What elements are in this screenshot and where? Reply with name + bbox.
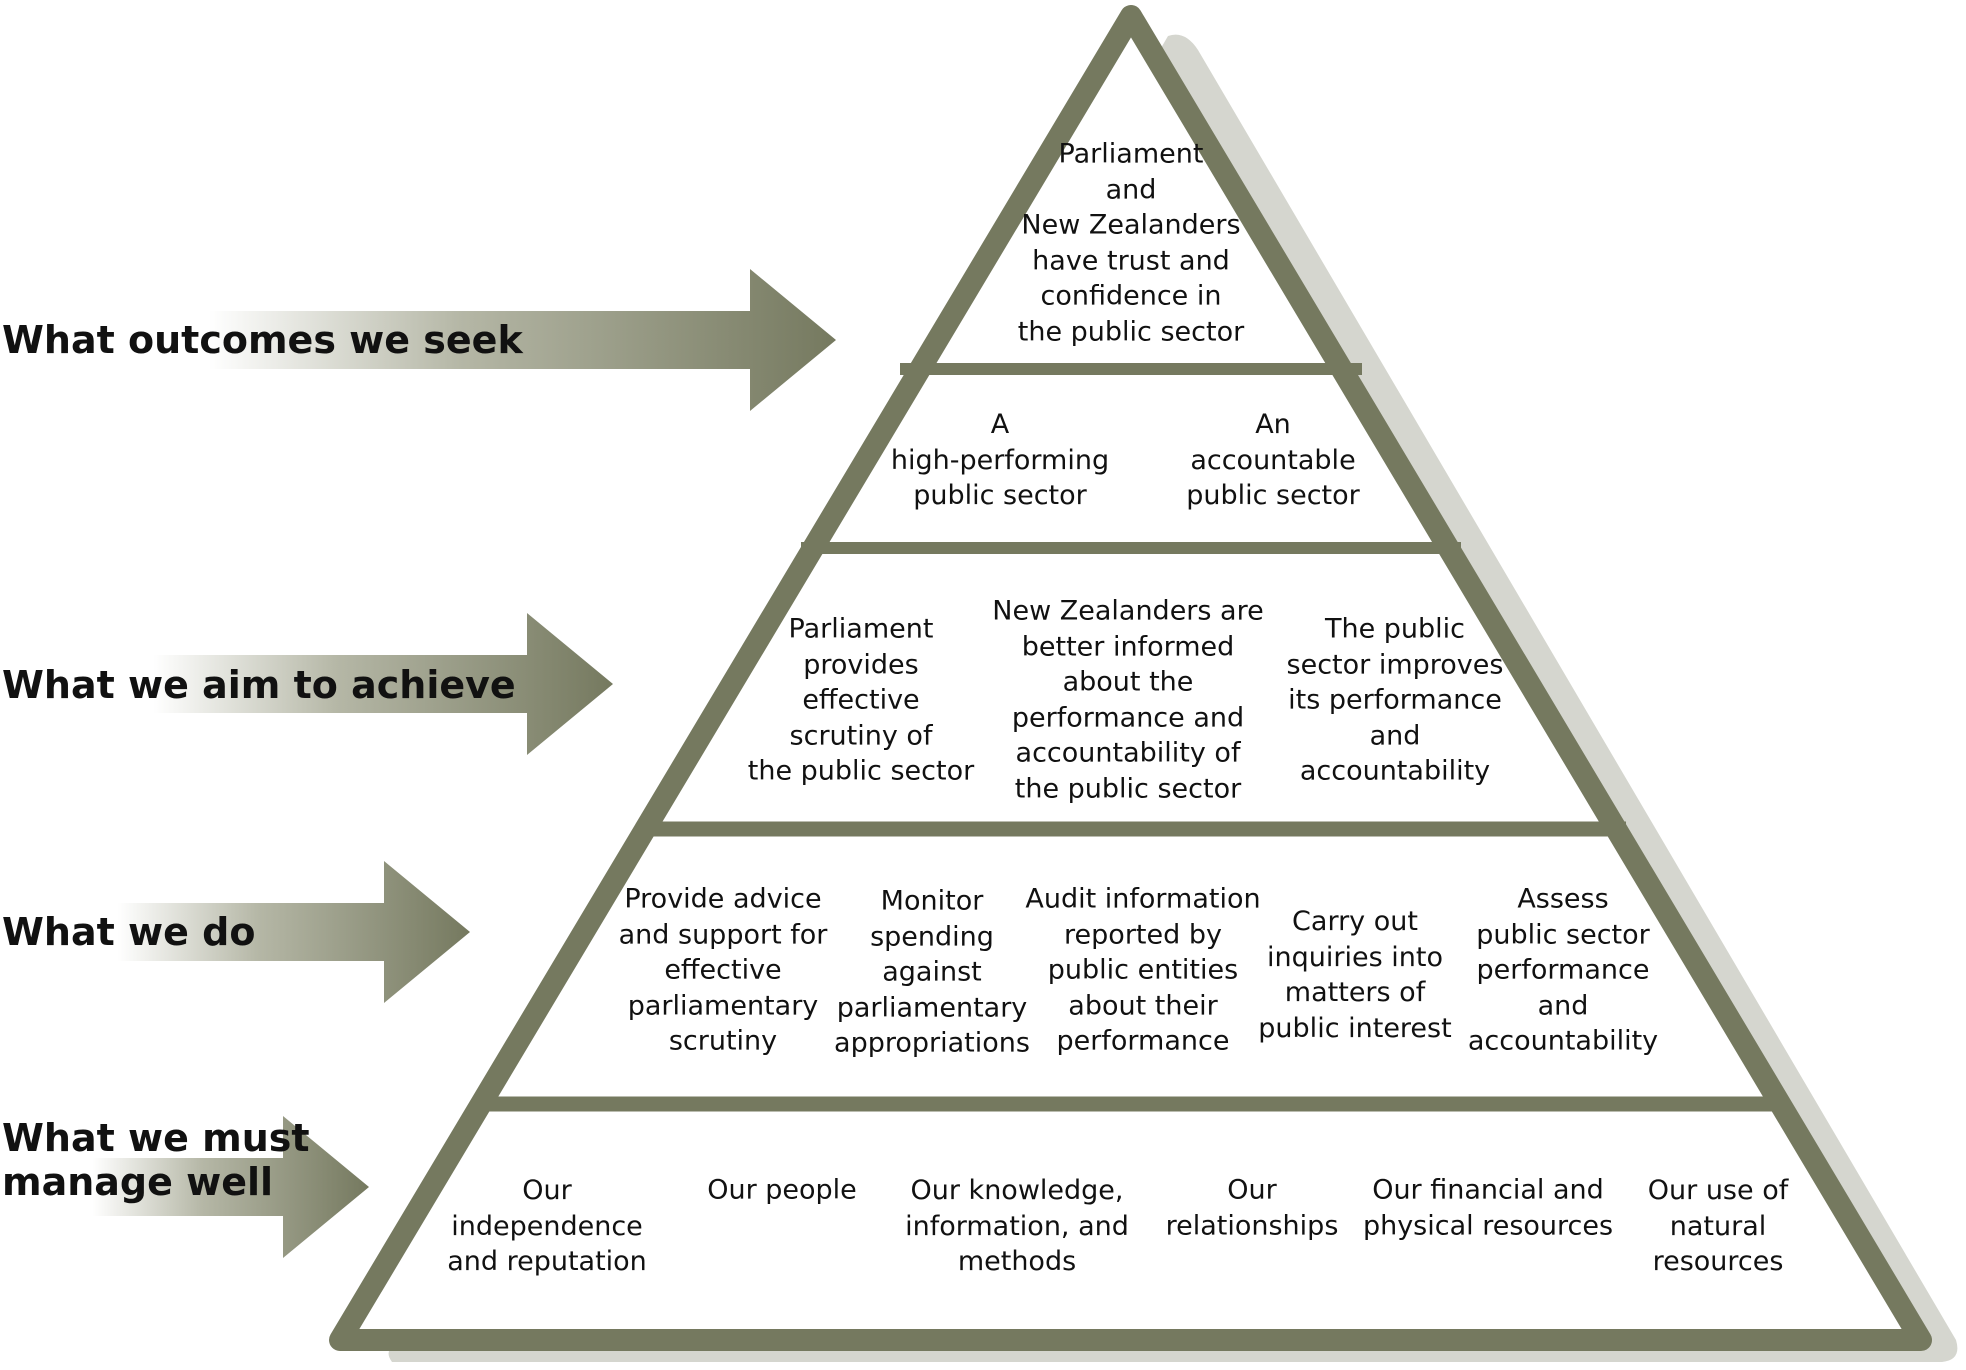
cell-text-line: and support for [618,918,828,950]
arrow-aims [0,613,613,755]
cell-text-line: and [1105,174,1157,205]
cell-text-line: Our financial and [1372,1174,1604,1206]
cell-text-line: accountability [1299,755,1491,787]
cell-text-line: about the [1062,666,1194,698]
cell-text-line: accountability of [1015,737,1241,769]
cell-text-line: have trust and [1032,245,1230,276]
cell-text-line: public sector [913,479,1087,511]
tier-manage-cell: Our financial and physical resources [1363,1173,1613,1244]
cell-text-line: the public sector [1014,773,1242,804]
cell-text-line: confidence in [1040,280,1222,312]
label-line: What we do [2,910,256,954]
label-aims: What we aim to achieve [2,663,516,707]
cell-text-line: effective [802,684,920,716]
cell-text-line: Our knowledge, [910,1174,1124,1206]
cell-text-line: and [1537,989,1589,1021]
cell-text-line: the public sector [747,755,975,787]
cell-text-line: Carry out [1292,906,1418,937]
tier-manage-cell: Our people [707,1172,857,1208]
cell-text-line: independence [451,1210,643,1242]
tier-aims-cell: New Zealanders are better informed about t… [992,594,1263,807]
tier-manage-cell: Our relationships [1166,1173,1339,1244]
cell-text-line: Provide advice [624,883,822,915]
label-line: What we must [2,1116,310,1160]
arrow-manage [0,1116,369,1258]
cell-text-line: Assess [1517,883,1609,915]
cell-text-line: Our use of [1647,1174,1789,1206]
cell-text-line: accountable [1190,444,1356,476]
cell-text-line: inquiries into [1267,941,1443,973]
cell-text-line: and reputation [447,1245,647,1277]
cell-text-line: New Zealanders [1021,209,1241,241]
cell-text-line: The public [1324,613,1466,645]
cell-text-line: spending [870,920,994,952]
cell-text-line: appropriations [834,1027,1030,1059]
cell-text-line: better informed [1021,631,1235,662]
cell-text-line: the public sector [1017,316,1245,347]
cell-text-line: sector improves [1286,648,1504,680]
cell-text-line: Parliament [788,613,934,645]
cell-text-line: matters of [1284,977,1426,1008]
tier-do-cell: Carry out inquiries into matters of public … [1258,904,1451,1046]
cell-text-line: natural [1669,1210,1767,1242]
cell-text-line: performance [1476,954,1650,986]
cell-text-line: accountability [1467,1025,1659,1057]
cell-text-line: reported by [1064,918,1222,950]
label-outcomes: What outcomes we seek [2,318,523,362]
cell-text-line: Monitor [880,885,984,917]
cell-text-line: Audit information [1025,883,1261,915]
cell-text-line: scrutiny [668,1025,778,1057]
cell-text-line: provides [803,648,919,680]
cell-text-line: public interest [1258,1012,1452,1044]
pyramid-outline [329,5,1932,1351]
cell-text-line: public sector [1476,918,1650,950]
cell-text-line: its performance [1288,684,1502,716]
cell-text-line: about their [1068,989,1218,1021]
cell-text-line: parliamentary [836,991,1028,1023]
cell-text-line: Parliament [1058,138,1204,170]
label-manage: What we must manage well [2,1116,310,1204]
cell-text-line: public entities [1047,954,1239,986]
cell-text-line: A [990,408,1010,440]
cell-text-line: Our people [707,1174,857,1206]
arrow-do [0,861,470,1003]
cell-text-line: An [1255,408,1291,440]
cell-text-line: effective [664,954,782,986]
cell-text-line: and [1369,719,1421,751]
cell-text-line: public sector [1186,479,1360,511]
cell-text-line: parliamentary [627,989,819,1021]
cell-text-line: against [882,956,982,988]
arrow-outcomes [0,269,836,411]
cell-text-line: Our [522,1174,572,1206]
label-line: What outcomes we seek [2,318,523,362]
label-do: What we do [2,910,255,954]
cell-text-line: performance [1056,1025,1230,1057]
cell-text-line: scrutiny of [789,719,933,751]
cell-text-line: physical resources [1362,1210,1614,1241]
cell-text-line: methods [957,1245,1077,1277]
cell-text-line: performance and [1011,702,1245,733]
cell-text-line: information, and [905,1210,1129,1242]
cell-text-line: New Zealanders are [992,595,1264,627]
label-line: manage well [2,1160,274,1204]
label-line: What we aim to achieve [2,663,516,707]
cell-text-line: high-performing [890,444,1110,476]
cell-text-line: Our [1227,1174,1277,1206]
cell-text-line: relationships [1165,1210,1339,1241]
cell-text-line: resources [1652,1245,1784,1277]
